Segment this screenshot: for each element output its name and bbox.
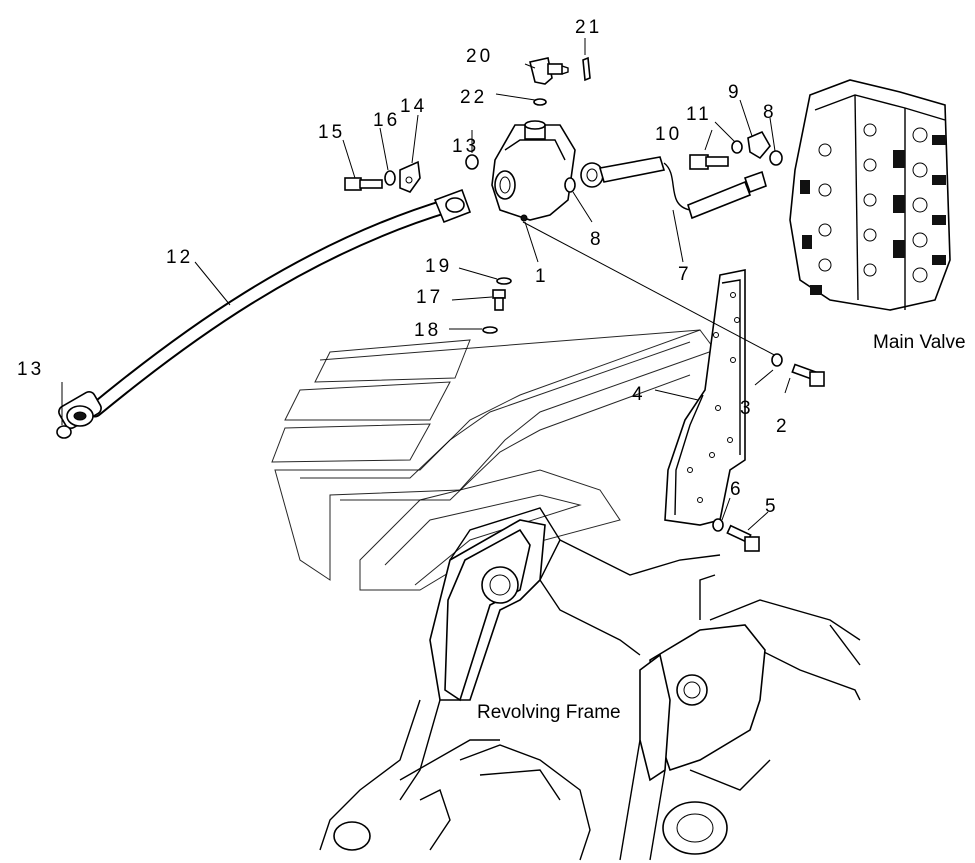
washer-3 <box>771 353 783 367</box>
leader-lines <box>61 38 791 531</box>
washer-16 <box>384 170 396 186</box>
plug-21 <box>582 56 591 82</box>
callout-7: 7 <box>678 264 692 285</box>
bolt-2 <box>791 363 825 387</box>
o-ring-19 <box>496 277 512 285</box>
callout-9: 9 <box>728 82 742 103</box>
bracket-plate <box>664 269 746 526</box>
callouts: 1 2 3 4 5 6 7 8 8 9 10 11 12 13 13 14 15… <box>17 17 790 517</box>
main-valve <box>789 79 951 311</box>
callout-17: 17 <box>416 287 443 308</box>
clamp-14 <box>399 160 421 193</box>
washer-6 <box>712 518 724 532</box>
revolving-frame-caption: Revolving Frame <box>477 702 621 723</box>
callout-3: 3 <box>740 398 754 419</box>
washer-11 <box>731 140 743 154</box>
callout-13-upper: 13 <box>452 136 479 157</box>
hose-assembly <box>58 188 472 429</box>
callout-19: 19 <box>425 256 452 277</box>
callout-13-left: 13 <box>17 359 44 380</box>
o-ring-22 <box>533 98 547 106</box>
callout-4: 4 <box>632 384 646 405</box>
frame-lug-left <box>319 519 591 861</box>
callout-14: 14 <box>400 96 427 117</box>
callout-22: 22 <box>460 87 487 108</box>
callout-1: 1 <box>535 266 549 287</box>
callout-12: 12 <box>166 247 193 268</box>
revolving-frame-outline <box>271 329 861 701</box>
callout-8-left: 8 <box>590 229 604 250</box>
bolt-5 <box>726 524 760 552</box>
callout-20: 20 <box>466 46 493 67</box>
pilot-valve-body <box>491 120 576 222</box>
callout-21: 21 <box>575 17 602 38</box>
o-ring-8-right <box>769 150 783 166</box>
callout-10: 10 <box>655 124 682 145</box>
callout-16: 16 <box>373 110 400 131</box>
callout-11: 11 <box>686 104 712 125</box>
callout-18: 18 <box>414 320 441 341</box>
frame-lug-right <box>619 574 771 861</box>
callout-2: 2 <box>776 416 790 437</box>
elbow-fitting-20 <box>529 57 569 85</box>
o-ring-18 <box>482 326 498 334</box>
hose-7 <box>580 156 767 220</box>
bolt-15 <box>344 177 383 191</box>
o-ring-13-left <box>56 425 72 439</box>
callout-5: 5 <box>765 496 779 517</box>
main-valve-caption: Main Valve <box>873 332 966 353</box>
callout-6: 6 <box>730 479 744 500</box>
fitting-17 <box>492 289 506 311</box>
bolt-10 <box>689 154 729 170</box>
callout-15: 15 <box>318 122 345 143</box>
o-ring-8-left <box>564 177 576 193</box>
clamp-9 <box>747 130 771 160</box>
o-ring-13-upper <box>465 154 479 170</box>
callout-8-right: 8 <box>763 102 777 123</box>
